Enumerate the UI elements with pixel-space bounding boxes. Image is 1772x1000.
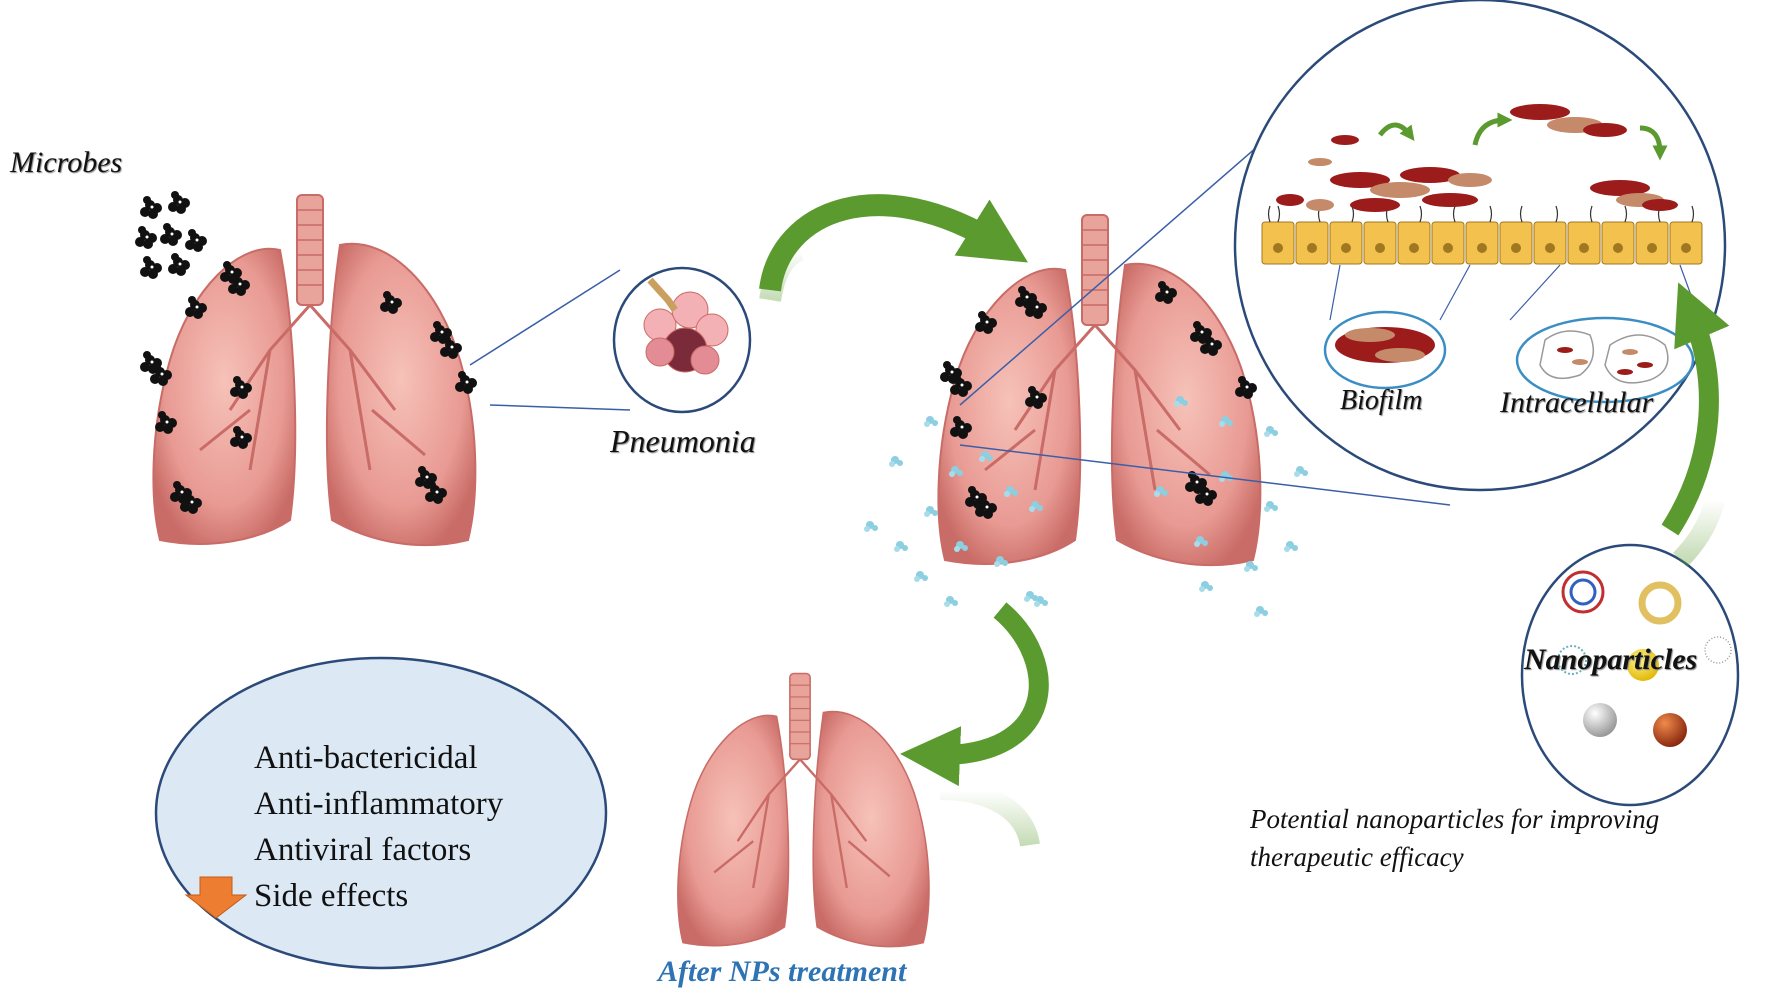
lungs-treated [676,672,931,948]
epithelial-cells [1261,205,1703,265]
biofilm-mass [1276,104,1678,212]
biofilm-inset [1323,264,1471,390]
effect-item: Side effects [254,878,409,914]
nanoparticles-caption: Potential nanoparticles for improving th… [1250,800,1659,876]
effect-item: Antiviral factors [254,832,472,868]
label-after-treatment: After NPs treatment [658,955,907,988]
effect-item: Anti-inflammatory [254,786,504,822]
alveoli-icon [643,277,729,375]
label-pneumonia: Pneumonia [610,423,756,459]
caption-line-2: therapeutic efficacy [1250,842,1464,872]
intracellular-inset [1509,264,1701,404]
infection-detail-circle [1233,0,1727,492]
nanoparticle-types-icons [1557,570,1732,747]
arrow-to-nanoparticle-lungs [759,194,1028,303]
down-arrow-icon [184,876,248,919]
label-nanoparticles: Nanoparticles [1524,643,1698,676]
microbes-cluster [135,191,207,279]
label-biofilm: Biofilm [1340,385,1423,416]
effects-list: Anti-bactericidal Anti-inflammatory Anti… [254,735,503,919]
pneumonia-callout [469,266,752,414]
label-intracellular: Intracellular [1500,386,1654,419]
arrow-nanoparticles-up [1661,282,1730,568]
caption-line-1: Potential nanoparticles for improving [1250,804,1660,834]
curved-arrows-small [1378,112,1668,161]
arrow-to-treated-lungs [900,602,1049,848]
effects-ellipse [154,656,608,970]
label-microbes: Microbes [10,146,123,179]
effect-item: Anti-bactericidal [254,740,478,776]
nanoparticles-circle [1520,543,1740,807]
